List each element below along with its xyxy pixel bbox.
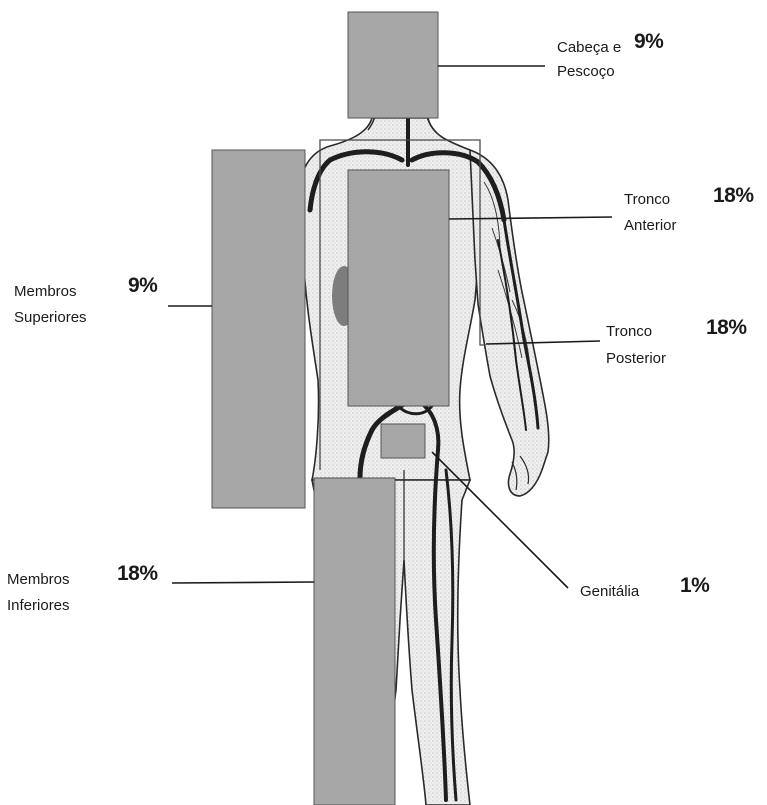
- genitalia-label: Genitália: [580, 580, 639, 604]
- trunk-posterior-label-line1: Tronco: [606, 320, 652, 344]
- head-neck-percent: 9%: [634, 30, 663, 54]
- trunk-posterior-label-line2: Posterior: [606, 347, 666, 371]
- genitalia-block: [381, 424, 425, 458]
- trunk-anterior-percent: 18%: [713, 184, 754, 208]
- upper-limbs-label-line1: Membros: [14, 280, 77, 304]
- trunk-block: [348, 170, 449, 406]
- upper-limbs-percent: 9%: [128, 274, 157, 298]
- head-neck-block: [348, 12, 438, 118]
- trunk-posterior-percent: 18%: [706, 316, 747, 340]
- head-neck-label-line1: Cabeça e: [557, 36, 621, 60]
- head-neck-label-line2: Pescoço: [557, 60, 615, 84]
- lower-limbs-leader: [172, 582, 314, 583]
- trunk-anterior-label-line1: Tronco: [624, 188, 670, 212]
- lower-limbs-percent: 18%: [117, 562, 158, 586]
- upper-limbs-label-line2: Superiores: [14, 306, 87, 330]
- lower-limbs-label-line1: Membros: [7, 568, 70, 592]
- lower-limbs-label-line2: Inferiores: [7, 594, 70, 618]
- lower-limbs-block: [314, 478, 395, 805]
- right-arm-outline: [470, 150, 549, 496]
- trunk-anterior-label-line2: Anterior: [624, 214, 677, 238]
- genitalia-percent: 1%: [680, 574, 709, 598]
- upper-limbs-block: [212, 150, 305, 508]
